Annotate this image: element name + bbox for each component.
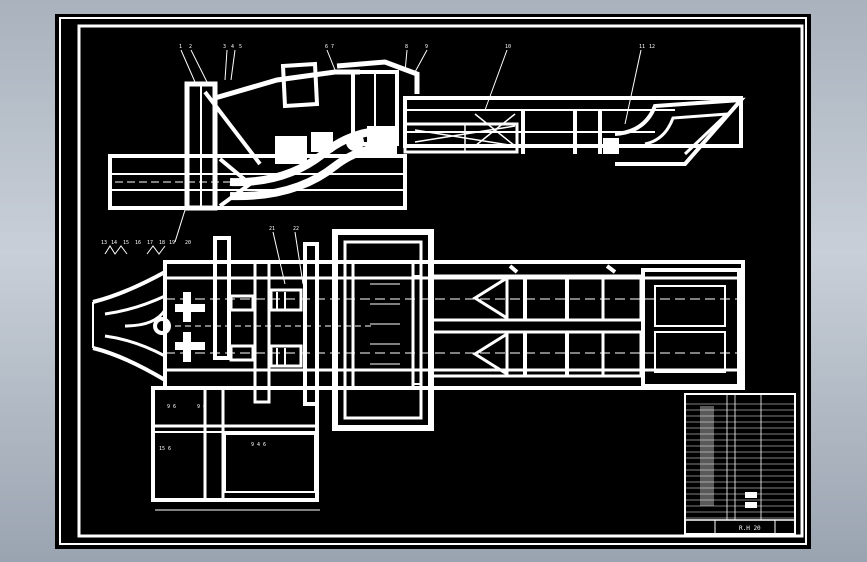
plan-callout-1: 13 — [101, 240, 107, 246]
inner-border — [77, 24, 804, 538]
plan-view — [92, 229, 745, 511]
plan-callout-3: 15 — [123, 240, 129, 246]
plan-callout-7: 19 — [169, 240, 175, 246]
elevation-callout-5: 5 — [239, 44, 242, 50]
elevation-callout-10: 10 — [505, 44, 511, 50]
plan-callout-4: 16 — [135, 240, 141, 246]
plan-callout-9: 21 — [269, 226, 275, 232]
plan-callouts: 13 14 15 16 17 18 19 20 21 22 — [101, 226, 299, 246]
title-block-title: R.H 20 — [739, 525, 761, 532]
room-label-2: 9 6 — [197, 404, 206, 410]
elevation-view — [108, 49, 746, 243]
plan-callout-10: 22 — [293, 226, 299, 232]
elevation-callout-9: 9 — [425, 44, 428, 50]
plan-callout-5: 17 — [147, 240, 153, 246]
outer-border — [59, 17, 807, 545]
elevation-callout-11: 11 — [639, 44, 645, 50]
plan-callout-2: 14 — [111, 240, 117, 246]
room-labels: 9 6 9 6 15 6 9 4 6 — [159, 404, 266, 452]
elevation-callout-4: 4 — [231, 44, 234, 50]
elevation-callout-12: 12 — [649, 44, 655, 50]
elevation-callout-6: 6 — [325, 44, 328, 50]
elevation-callout-8: 8 — [405, 44, 408, 50]
room-label-4: 9 4 6 — [251, 442, 266, 448]
title-block: R.H 20 — [684, 393, 796, 535]
elevation-callout-7: 7 — [331, 44, 334, 50]
elevation-callout-2: 2 — [189, 44, 192, 50]
elevation-callout-3: 3 — [223, 44, 226, 50]
elevation-callout-1: 1 — [179, 44, 182, 50]
plan-callout-8: 20 — [185, 240, 191, 246]
room-label-1: 9 6 — [167, 404, 176, 410]
room-label-3: 15 6 — [159, 446, 171, 452]
plan-callout-6: 18 — [159, 240, 165, 246]
